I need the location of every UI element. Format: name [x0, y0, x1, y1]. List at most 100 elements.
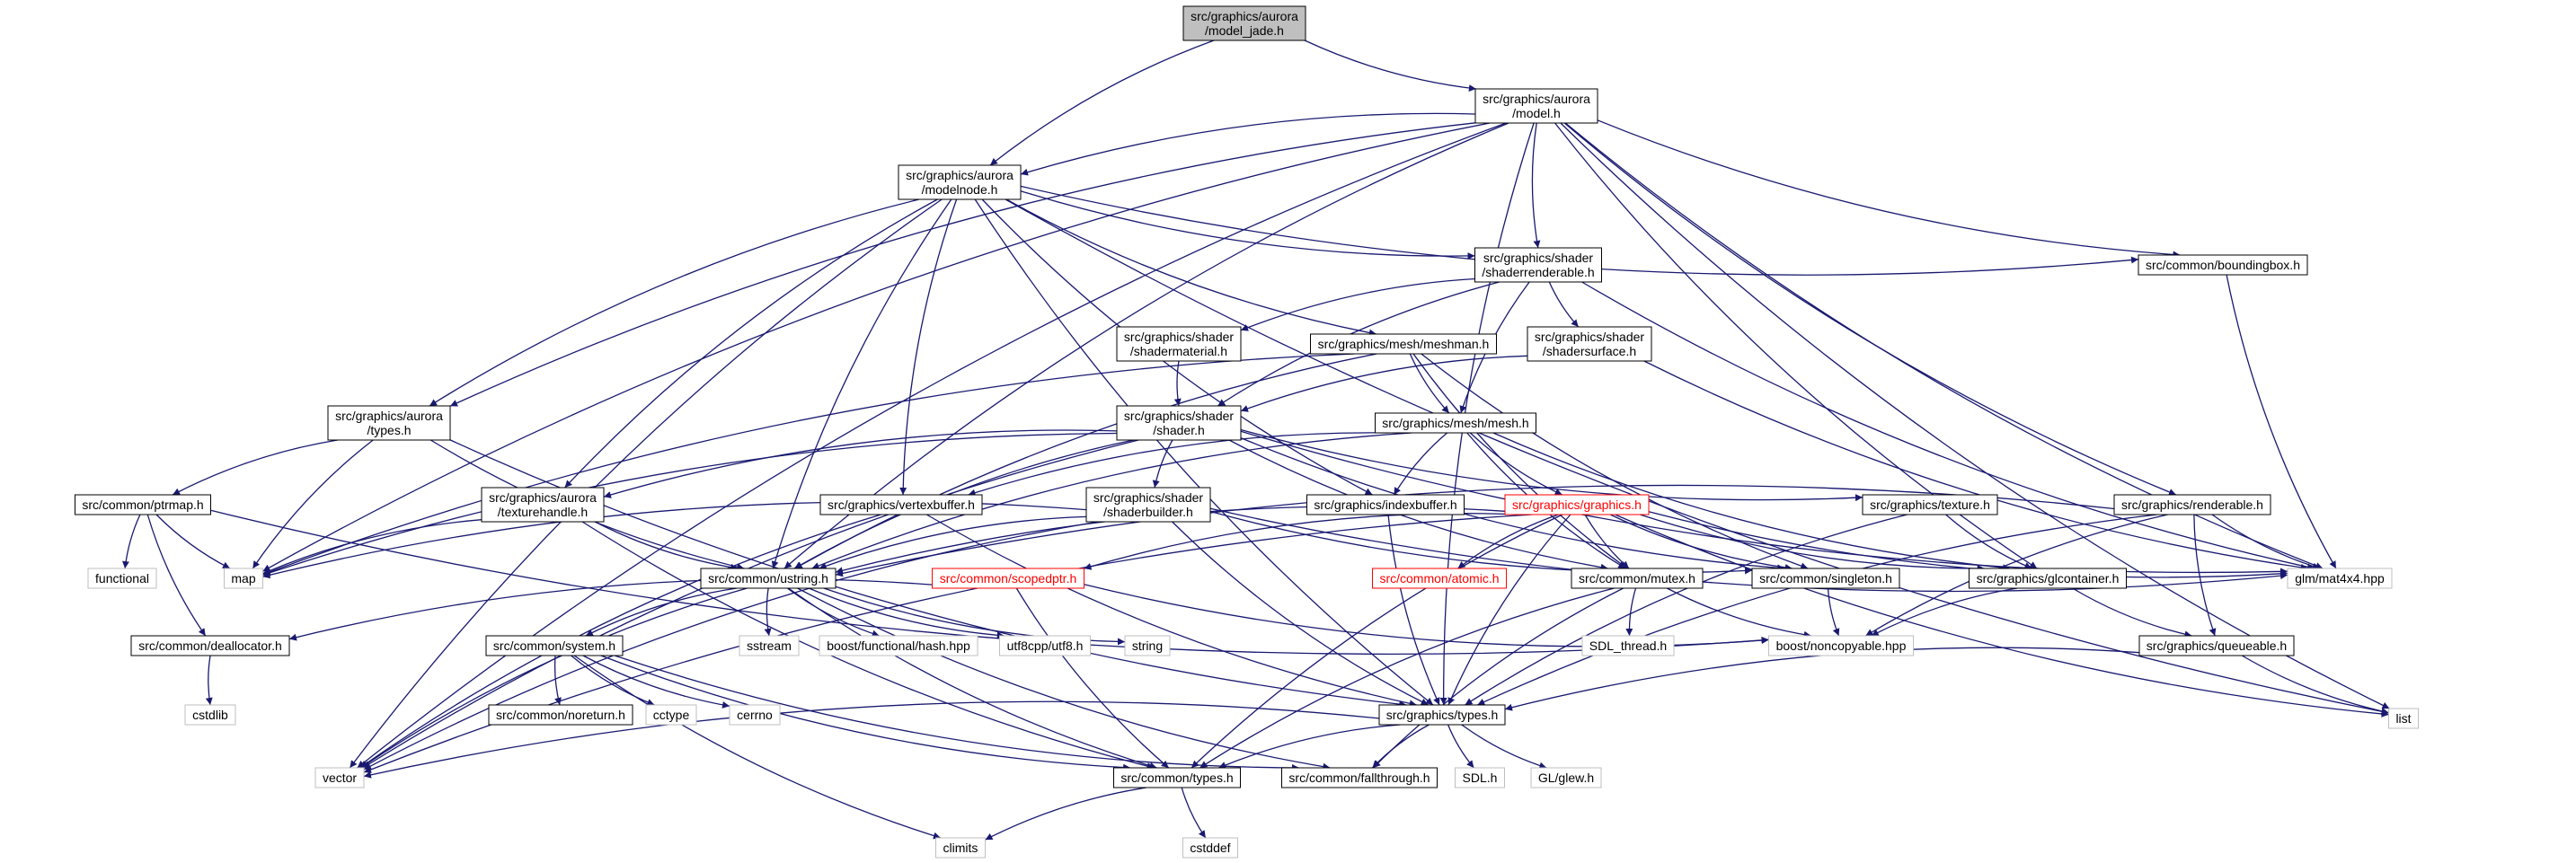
edge-model-to-map: [262, 122, 1491, 572]
node-meshman[interactable]: src/graphics/mesh/meshman.h: [1310, 333, 1497, 355]
node-graphics[interactable]: src/graphics/graphics.h: [1504, 494, 1650, 515]
edge-vertexbuffer-to-vector: [359, 514, 881, 769]
node-mesh[interactable]: src/graphics/mesh/mesh.h: [1375, 412, 1536, 434]
node-box: [1306, 494, 1465, 515]
edge-shaderbuilder-to-ustring: [819, 515, 1087, 570]
node-label: src/graphics/shader: [1535, 330, 1645, 344]
node-label: climits: [943, 841, 978, 855]
node-box: [935, 837, 986, 859]
node-texture[interactable]: src/graphics/texture.h: [1862, 494, 1998, 515]
node-label: /model_jade.h: [1205, 23, 1284, 38]
node-map: map: [224, 568, 263, 589]
node-label: src/graphics/glcontainer.h: [1977, 571, 2120, 586]
edge-model-to-aurora_types: [449, 122, 1476, 407]
node-atomic[interactable]: src/common/atomic.h: [1372, 568, 1507, 589]
node-label: src/graphics/texture.h: [1870, 498, 1990, 512]
node-shadermaterial[interactable]: src/graphics/shader/shadermaterial.h: [1116, 326, 1242, 362]
edge-graphics-to-gtypes: [1447, 514, 1571, 706]
edge-shaderbuilder-to-gtypes: [1172, 521, 1429, 706]
edge-scopedptr-to-ctypes: [1015, 587, 1170, 769]
edge-modelnode-to-vertexbuffer: [899, 198, 958, 496]
node-label: src/graphics/shader: [1483, 251, 1594, 265]
node-list: list: [2388, 708, 2419, 729]
edge-gtypes-to-ctypes: [1218, 724, 1401, 769]
edge-texturehandle-to-ustring: [594, 521, 739, 571]
node-renderable[interactable]: src/graphics/renderable.h: [2113, 494, 2271, 515]
node-label: GL/glew.h: [1538, 771, 1594, 785]
node-label: src/common/mutex.h: [1579, 571, 1695, 586]
node-fallthrough[interactable]: src/common/fallthrough.h: [1281, 767, 1438, 788]
node-label: src/common/system.h: [493, 638, 615, 653]
edge-modelnode-to-list: [1005, 198, 2389, 716]
node-box: [1751, 568, 1900, 589]
node-label: src/graphics/queueable.h: [2147, 638, 2287, 653]
node-box: [1768, 635, 1914, 656]
node-label: src/graphics/aurora: [1191, 9, 1298, 23]
node-label: src/common/ptrmap.h: [82, 498, 203, 512]
node-ustring[interactable]: src/common/ustring.h: [700, 568, 837, 589]
node-box: [1116, 326, 1242, 362]
node-shadersurface[interactable]: src/graphics/shader/shadersurface.h: [1527, 326, 1652, 362]
edge-graphics-to-list: [1615, 514, 2389, 718]
node-deallocator[interactable]: src/common/deallocator.h: [130, 635, 290, 656]
node-label: src/graphics/vertexbuffer.h: [828, 498, 975, 512]
node-label: /texturehandle.h: [498, 505, 588, 519]
node-texturehandle[interactable]: src/graphics/aurora/texturehandle.h: [481, 487, 605, 523]
node-model_jade[interactable]: src/graphics/aurora/model_jade.h: [1182, 5, 1306, 41]
node-label: string: [1132, 638, 1163, 653]
node-ctypes[interactable]: src/common/types.h: [1113, 767, 1241, 788]
edge-system-to-ctypes: [600, 655, 1131, 771]
node-system[interactable]: src/common/system.h: [485, 635, 624, 656]
edge-graphics-to-ctypes: [1191, 514, 1563, 769]
edge-meshman-to-map: [262, 353, 1355, 576]
node-label: glm/mat4x4.hpp: [2295, 571, 2385, 586]
node-scopedptr[interactable]: src/common/scopedptr.h: [932, 568, 1084, 589]
edge-renderable-to-queueable: [2193, 514, 2217, 637]
edge-ptrmap-to-map: [155, 514, 231, 569]
edge-mutex-to-fallthrough: [1372, 587, 1624, 769]
node-box: [327, 405, 451, 441]
edge-model-to-shaderrenderable: [1531, 122, 1541, 249]
edge-modelnode-to-gtypes: [974, 198, 1434, 706]
node-gtypes[interactable]: src/graphics/types.h: [1378, 704, 1506, 726]
edge-shader-to-texturehandle: [603, 429, 1118, 498]
node-glcontainer[interactable]: src/graphics/glcontainer.h: [1969, 568, 2127, 589]
node-label: /types.h: [367, 423, 411, 437]
node-singleton[interactable]: src/common/singleton.h: [1751, 568, 1900, 589]
edge-queueable-to-list: [2241, 655, 2389, 715]
node-modelnode[interactable]: src/graphics/aurora/modelnode.h: [898, 164, 1022, 200]
node-label: cstdlib: [192, 708, 228, 722]
node-box: [1581, 635, 1675, 656]
node-aurora_types[interactable]: src/graphics/aurora/types.h: [327, 405, 451, 441]
node-label: src/graphics/aurora: [906, 168, 1014, 182]
node-box: [1372, 568, 1507, 589]
node-box: [819, 494, 983, 515]
node-label: src/common/ustring.h: [708, 571, 828, 586]
node-box: [1571, 568, 1704, 589]
node-indexbuffer[interactable]: src/graphics/indexbuffer.h: [1306, 494, 1465, 515]
node-label: /model.h: [1512, 106, 1561, 120]
node-label: src/graphics/aurora: [489, 490, 597, 505]
node-queueable[interactable]: src/graphics/queueable.h: [2138, 635, 2295, 656]
node-noreturn[interactable]: src/common/noreturn.h: [488, 704, 633, 726]
node-mutex[interactable]: src/common/mutex.h: [1571, 568, 1704, 589]
node-label: utf8cpp/utf8.h: [1007, 638, 1084, 653]
node-model[interactable]: src/graphics/aurora/model.h: [1474, 88, 1598, 124]
node-vertexbuffer[interactable]: src/graphics/vertexbuffer.h: [819, 494, 983, 515]
edge-texture-to-gtypes: [1465, 514, 1908, 706]
node-box: [224, 568, 263, 589]
node-boundingbox[interactable]: src/common/boundingbox.h: [2138, 254, 2308, 276]
edge-modelnode-to-indexbuffer: [981, 198, 1373, 496]
edge-meshman-to-singleton: [1421, 353, 1809, 570]
node-utf8: utf8cpp/utf8.h: [999, 635, 1091, 656]
node-box: [1527, 326, 1652, 362]
edge-shaderbuilder-to-glm: [1209, 507, 2288, 593]
node-shader[interactable]: src/graphics/shader/shader.h: [1116, 405, 1242, 441]
node-shaderrenderable[interactable]: src/graphics/shader/shaderrenderable.h: [1474, 247, 1602, 283]
node-ptrmap[interactable]: src/common/ptrmap.h: [75, 494, 211, 515]
edge-ctypes-to-cstddef: [1181, 787, 1207, 839]
edge-glcontainer-to-queueable: [2072, 587, 2192, 638]
node-label: cerrno: [737, 708, 773, 722]
node-shaderbuilder[interactable]: src/graphics/shader/shaderbuilder.h: [1085, 487, 1211, 523]
node-box: [130, 635, 290, 656]
